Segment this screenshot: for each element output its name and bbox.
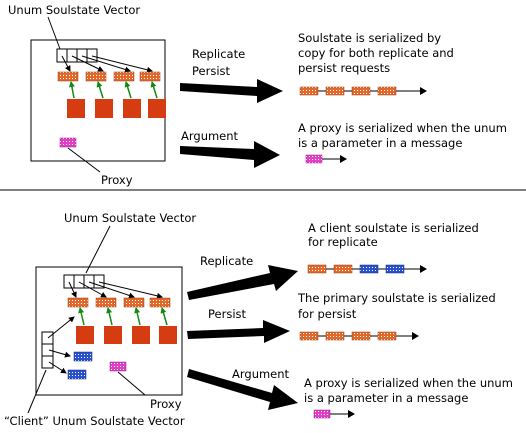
top-desc-soulstate-line3: persist requests (298, 61, 390, 75)
top-replicate-label: Replicate (192, 47, 245, 61)
client-soulstate-vector (41, 331, 54, 369)
bottom-desc-replicate-line1: A client soulstate is serialized (308, 221, 479, 235)
top-soulstate-chunks (57, 71, 161, 82)
bottom-serialized-proxy (313, 409, 355, 419)
top-green-arrows (68, 81, 158, 99)
top-vector-label: Unum Soulstate Vector (8, 3, 140, 17)
bottom-desc-persist-line2: for persist (298, 307, 357, 321)
bottom-state-objects (76, 326, 177, 344)
bottom-replicate-chain (307, 264, 427, 274)
client-vector-pointers (47, 316, 75, 374)
bottom-desc-replicate-line2: for replicate (308, 235, 378, 249)
bottom-soulstate-chunks (67, 297, 171, 308)
bottom-argument-arrow (187, 369, 298, 410)
bottom-replicate-label: Replicate (200, 254, 253, 268)
bottom-desc-proxy-line2: is a parameter in a message (304, 391, 468, 405)
top-proxy-label: Proxy (101, 173, 133, 187)
top-argument-label: Argument (181, 129, 239, 143)
top-desc-proxy-line1: A proxy is serialized when the unum (298, 121, 507, 135)
top-state-objects (67, 99, 166, 118)
top-desc-proxy-line2: is a parameter in a message (298, 136, 462, 150)
bottom-proxy-leader (117, 371, 146, 396)
top-soulstate-vector (56, 48, 98, 63)
bottom-persist-arrow (187, 320, 290, 343)
top-argument-arrow (180, 141, 280, 168)
top-vector-label-leader (47, 16, 61, 50)
top-desc-soulstate-line2: copy for both replicate and (298, 46, 454, 60)
bottom-desc-persist-line1: The primary soulstate is serialized (297, 291, 496, 305)
bottom-green-arrows (78, 307, 168, 326)
bottom-section: Unum Soulstate Vector (4, 211, 513, 428)
bottom-desc-proxy-line1: A proxy is serialized when the unum (304, 376, 513, 390)
top-section: Unum Soulstate Vector (8, 3, 507, 187)
bottom-vector-label: Unum Soulstate Vector (64, 211, 196, 225)
top-serialized-chain (299, 86, 427, 96)
top-persist-label: Persist (192, 64, 231, 78)
client-vector-leader (27, 369, 47, 414)
top-vector-pointers (61, 55, 153, 73)
client-vector-label: “Client” Unum Soulstate Vector (4, 414, 185, 428)
client-soulstate-chunks (67, 351, 93, 380)
top-desc-soulstate-line1: Soulstate is serialized by (298, 31, 441, 45)
top-proxy-chunk (59, 137, 77, 148)
bottom-argument-label: Argument (232, 367, 290, 381)
bottom-proxy-label: Proxy (150, 397, 182, 411)
bottom-vector-label-leader (85, 225, 111, 274)
bottom-vector-pointers (68, 281, 163, 299)
bottom-persist-chain (299, 331, 419, 341)
bottom-soulstate-vector (63, 274, 105, 289)
top-serialized-proxy (305, 154, 347, 164)
top-proxy-leader (67, 147, 101, 173)
bottom-proxy-chunk (109, 361, 127, 372)
bottom-persist-label: Persist (208, 307, 247, 321)
top-serialize-arrow (180, 79, 283, 103)
bottom-replicate-arrow (187, 265, 298, 300)
bottom-unum-box (35, 266, 183, 396)
